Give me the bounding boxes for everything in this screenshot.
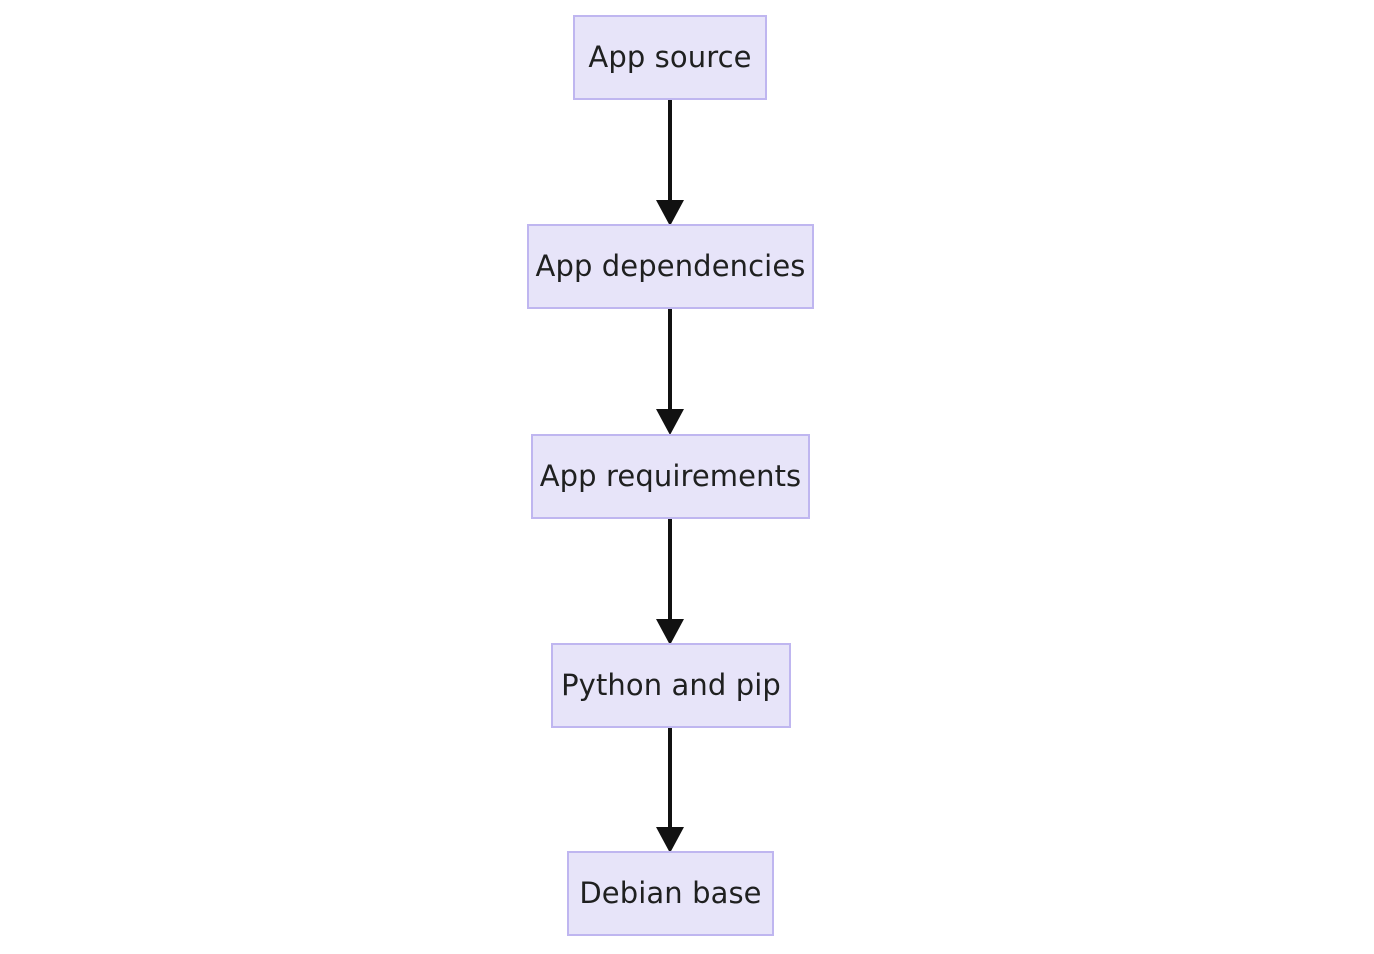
arrow-down-icon (656, 619, 684, 645)
node-label: Debian base (579, 876, 762, 910)
node-label: App requirements (539, 459, 802, 493)
node-app-dependencies[interactable]: App dependencies (527, 224, 814, 309)
edge-app-dependencies-to-app-requirements (656, 305, 684, 435)
node-app-source[interactable]: App source (573, 15, 767, 100)
arrow-down-icon (656, 200, 684, 226)
node-debian-base[interactable]: Debian base (567, 851, 774, 936)
edge-app-source-to-app-dependencies (656, 96, 684, 226)
node-label: App source (588, 40, 752, 74)
arrow-down-icon (656, 827, 684, 853)
node-label: App dependencies (535, 249, 806, 283)
node-app-requirements[interactable]: App requirements (531, 434, 810, 519)
arrow-down-icon (656, 409, 684, 435)
edge-python-and-pip-to-debian-base (656, 724, 684, 853)
edge-app-requirements-to-python-and-pip (656, 515, 684, 645)
node-python-and-pip[interactable]: Python and pip (551, 643, 791, 728)
node-label: Python and pip (561, 668, 781, 702)
